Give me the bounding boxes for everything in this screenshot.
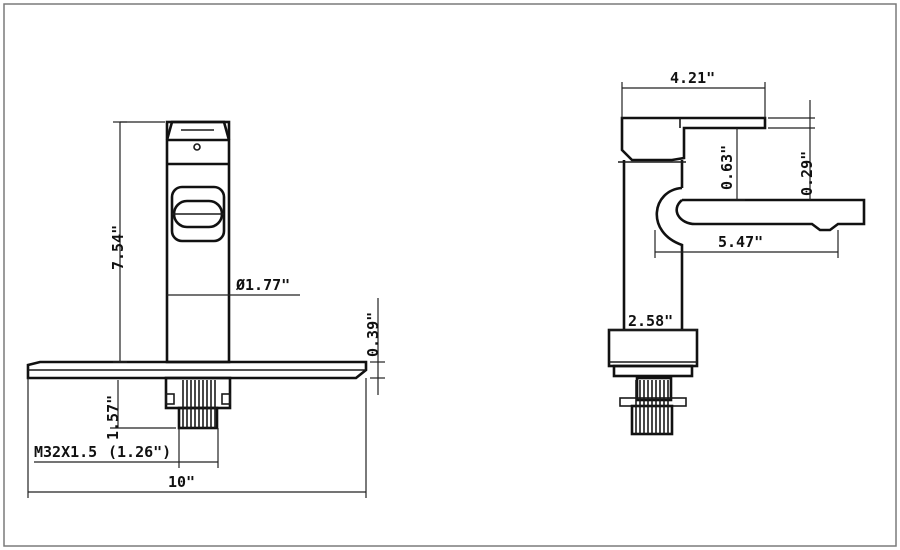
front-mounting-nut [164,376,232,410]
front-view: 7.54" Ø1.77" 0.39" 1.57" M32X1.5 (1.26")… [26,120,385,498]
front-height-label: 7.54" [109,225,127,270]
side-view: 4.21" 0.29" 0.63" 5.47" 2.58" [607,69,866,436]
side-depth-label: 4.21" [670,69,715,87]
front-shank-length-label: 1.57" [104,395,122,440]
front-thread-length-label: (1.26") [108,443,171,461]
side-spout-reach-label: 5.47" [718,233,763,251]
front-thread-label: M32X1.5 [34,443,97,461]
front-plate-width-label: 10" [168,473,195,491]
front-handle [165,120,231,166]
side-handle-height-label: 0.63" [718,145,736,190]
front-diameter-label: Ø1.77" [235,276,290,294]
front-handle-hole [193,143,201,151]
side-base-width-label: 2.58" [628,312,673,330]
front-plate-thickness-label: 0.39" [364,312,382,357]
side-spout [655,186,866,330]
drawing-frame [3,3,897,547]
side-faucet-body [622,160,684,330]
side-base [607,328,699,368]
front-threaded-shank [177,406,219,430]
side-mounting-nut [635,376,673,402]
side-lever-height-label: 0.29" [798,151,816,196]
side-lever-handle [620,116,767,162]
